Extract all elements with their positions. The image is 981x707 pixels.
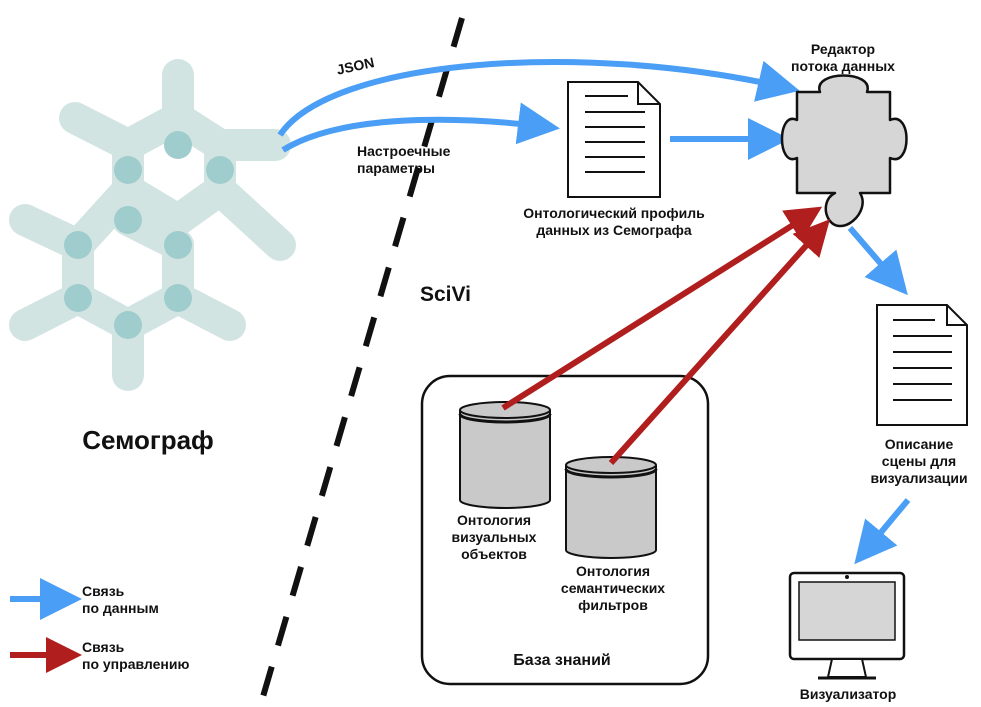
semantic-filters-ontology-db-icon (564, 456, 658, 559)
semograph-molecule-icon (9, 59, 296, 391)
semantic-filters-ontology-label: Онтология семантических фильтров (560, 563, 666, 613)
visualizer-monitor-icon (788, 571, 906, 680)
ontology-profile-document-icon (567, 81, 661, 198)
ontology-profile-label: Онтологический профиль данных из Семогра… (523, 205, 705, 238)
editor-to-scene-arrow (847, 226, 908, 296)
legend-control-label: Связь по управлению (82, 639, 190, 672)
visual-ontology-control-arrow (501, 206, 823, 411)
scene-description-document-icon (876, 304, 968, 426)
visualizer-label: Визуализатор (799, 686, 897, 702)
scene-to-visualizer-arrow (854, 498, 911, 565)
scene-description-label: Описание сцены для визуализации (870, 436, 968, 486)
knowledge-base-title: База знаний (513, 652, 611, 669)
settings-data-arrow (281, 102, 560, 153)
semantic-ontology-control-arrow (608, 219, 831, 466)
editor-label: Редактор потока данных (791, 41, 895, 74)
scivi-label: SciVi (420, 283, 471, 306)
dataflow-editor-puzzle-icon (780, 74, 908, 228)
system-boundary-line (259, 17, 465, 701)
visual-objects-ontology-db-icon (458, 401, 552, 509)
legend-data-label: Связь по данным (82, 583, 159, 616)
settings-label: Настроечные параметры (357, 143, 451, 176)
json-data-arrow (277, 59, 800, 137)
semograph-label: Семограф (82, 425, 214, 455)
visual-objects-ontology-label: Онтология визуальных объектов (451, 512, 537, 562)
